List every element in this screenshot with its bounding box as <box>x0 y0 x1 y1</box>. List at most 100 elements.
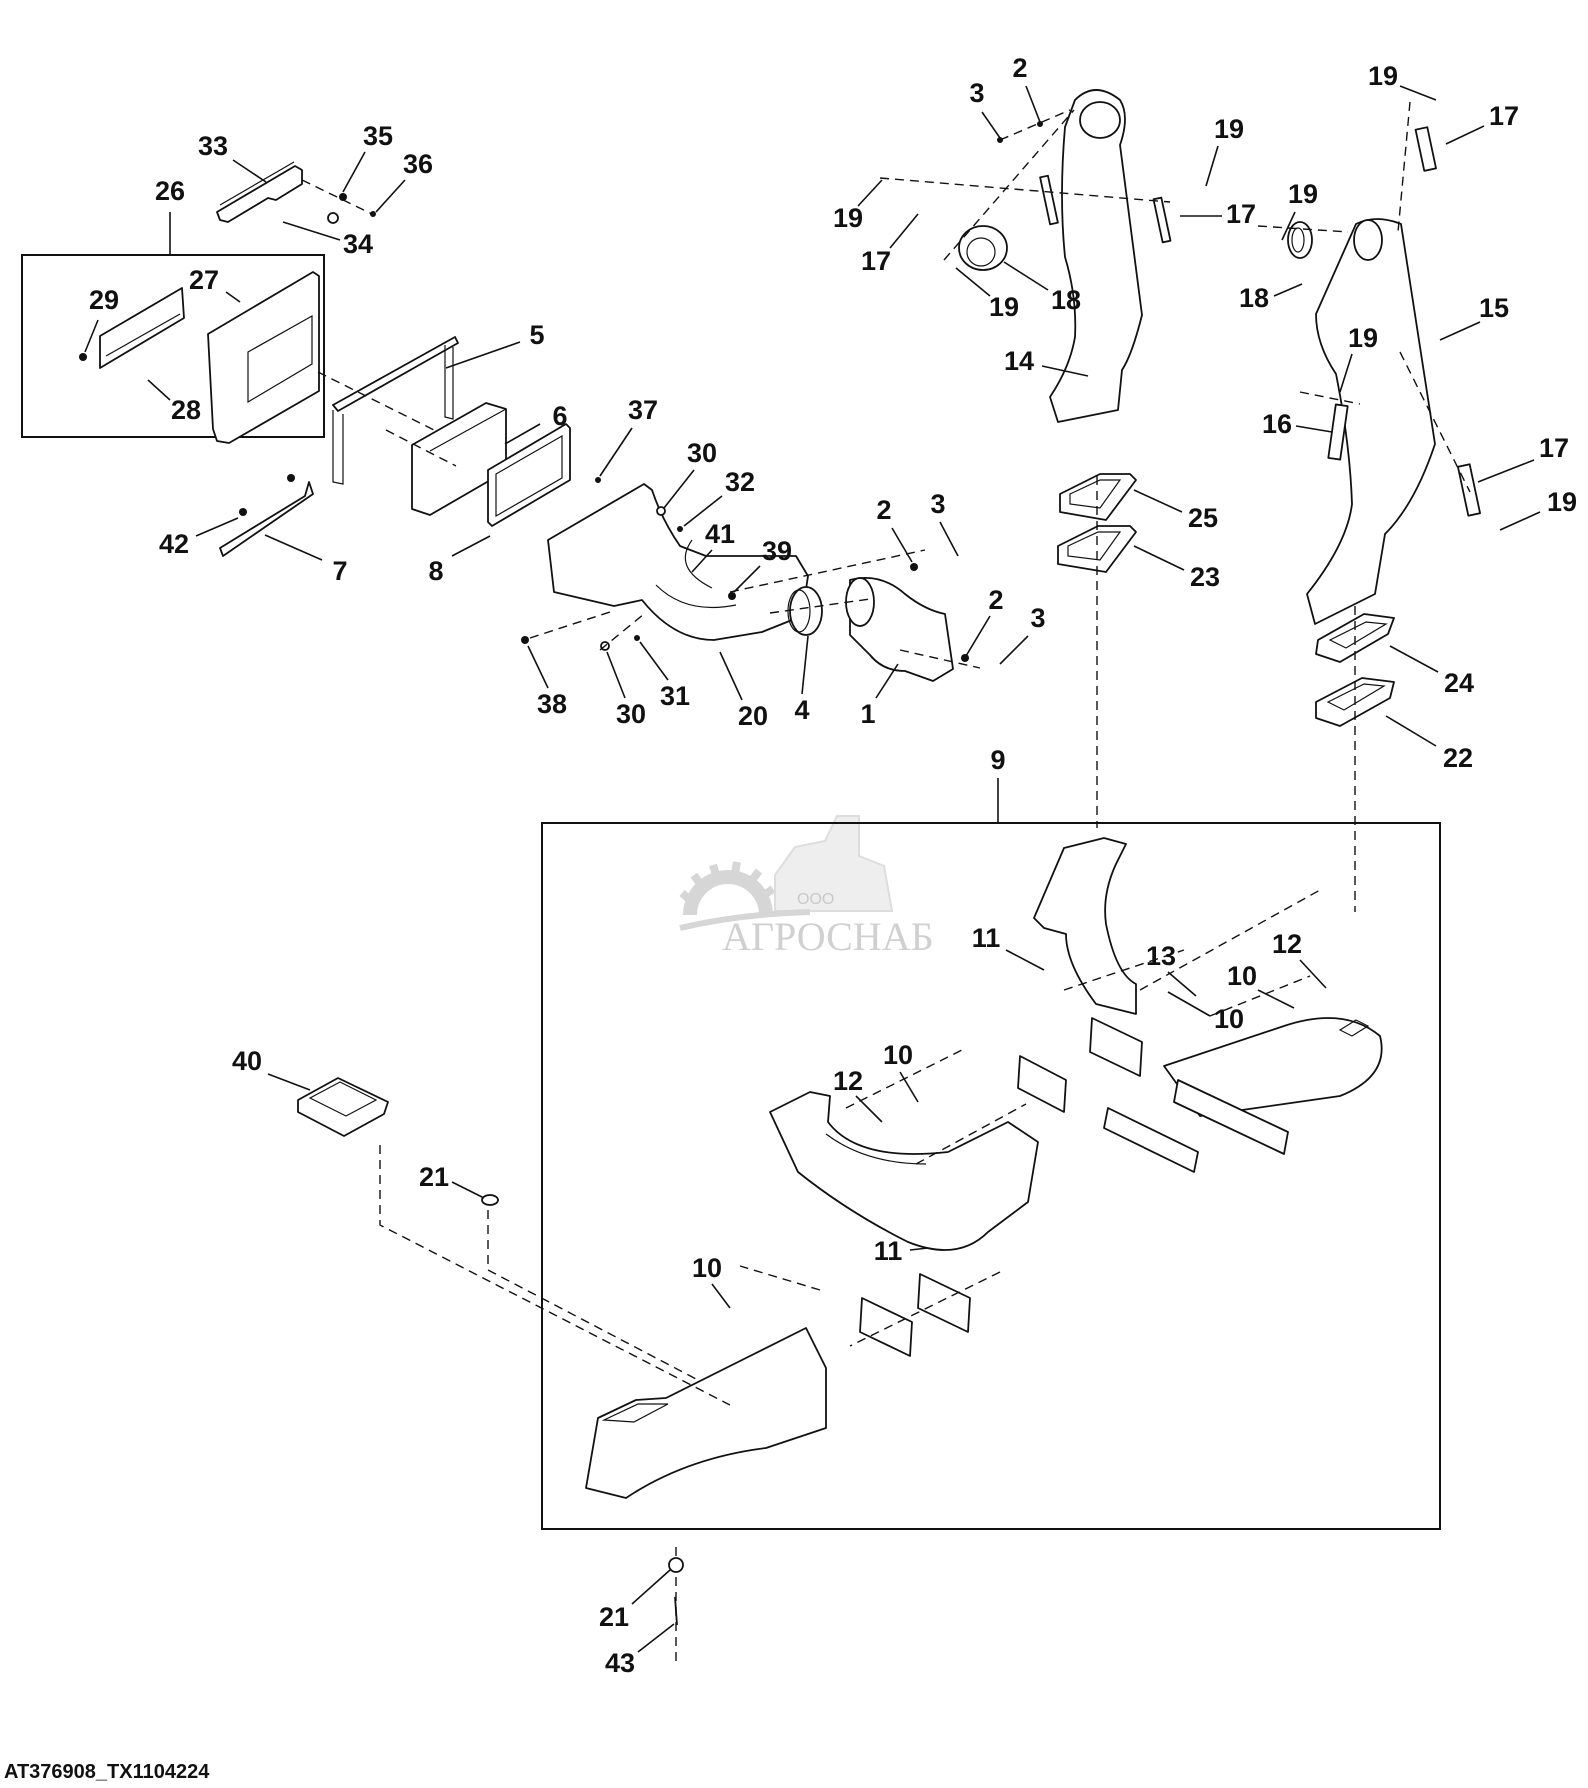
callout[interactable]: 31 <box>639 641 690 711</box>
part-1-duct-elbow[interactable] <box>845 576 954 682</box>
callout[interactable]: 39 <box>733 536 792 593</box>
callout[interactable]: 30 <box>663 438 717 509</box>
part-9-center-manifold[interactable] <box>769 1091 1039 1251</box>
callout[interactable]: 18 <box>1003 261 1081 315</box>
callout[interactable]: 19 <box>1499 487 1577 531</box>
part-21-washer-lower[interactable] <box>668 1557 684 1573</box>
callout-label: 17 <box>1539 433 1569 463</box>
part-43-screw <box>674 1596 678 1626</box>
callout[interactable]: 2 <box>876 495 913 563</box>
callout[interactable]: 19 <box>833 179 883 233</box>
callout[interactable]: 14 <box>1004 346 1089 377</box>
callout[interactable]: 23 <box>1133 545 1220 592</box>
part-8-seal-frame[interactable] <box>487 423 571 527</box>
callout[interactable]: 28 <box>147 379 201 425</box>
callout[interactable]: 19 <box>1281 179 1318 241</box>
callout[interactable]: 19 <box>1205 114 1244 187</box>
callout[interactable]: 43 <box>605 1623 675 1678</box>
callout[interactable]: 27 <box>189 265 241 303</box>
callout[interactable]: 11 <box>972 923 1045 971</box>
callout[interactable]: 4 <box>794 635 810 725</box>
callout[interactable]: 11 <box>874 1236 929 1266</box>
callout-label: 7 <box>332 556 347 586</box>
callout-label: 1 <box>860 699 875 729</box>
callout[interactable]: 8 <box>428 535 491 586</box>
callout[interactable]: 10 <box>1167 991 1244 1034</box>
callout[interactable]: 25 <box>1133 489 1218 533</box>
part-9-lower-left-duct[interactable] <box>585 1327 827 1499</box>
callout[interactable]: 3 <box>999 603 1046 665</box>
callout[interactable]: 22 <box>1385 715 1473 773</box>
callout[interactable]: 17 <box>861 213 919 276</box>
callout[interactable]: 42 <box>159 517 239 559</box>
callout[interactable]: 35 <box>342 121 393 193</box>
part-21-washer-upper[interactable] <box>481 1194 499 1206</box>
callout[interactable]: 12 <box>833 1066 883 1123</box>
callout[interactable]: 19 <box>955 267 1019 322</box>
part-28-grille[interactable] <box>99 287 185 369</box>
callout-label: 42 <box>159 529 189 559</box>
callout[interactable]: 21 <box>419 1162 485 1199</box>
callout[interactable]: 20 <box>719 651 768 731</box>
group-frame-26 <box>21 254 325 438</box>
callout-label: 2 <box>876 495 891 525</box>
callout[interactable]: 19 <box>1368 61 1437 101</box>
callout[interactable]: 15 <box>1439 293 1509 341</box>
part-14-upper-duct-left[interactable] <box>1049 89 1143 423</box>
callout[interactable]: 38 <box>527 645 567 719</box>
part-33-channel-bracket[interactable] <box>216 161 303 223</box>
callout-label: 28 <box>171 395 201 425</box>
callout[interactable]: 10 <box>883 1040 919 1103</box>
part-23-gasket[interactable] <box>1057 525 1137 573</box>
callout[interactable]: 17 <box>1477 433 1569 483</box>
callout[interactable]: 29 <box>84 285 119 353</box>
part-18-grommet-left[interactable] <box>958 225 1008 271</box>
callout[interactable]: 36 <box>375 149 433 213</box>
callout[interactable]: 40 <box>232 1046 311 1091</box>
callout-label: 34 <box>343 229 373 259</box>
callout-label: 17 <box>1226 199 1256 229</box>
callout-label: 36 <box>403 149 433 179</box>
part-25-gasket[interactable] <box>1059 473 1137 521</box>
callout[interactable]: 18 <box>1239 283 1303 313</box>
part-27-cover-panel[interactable] <box>207 271 320 444</box>
part-9-upper-riser[interactable] <box>1033 837 1137 1015</box>
callout[interactable]: 10 <box>692 1253 731 1309</box>
callout[interactable]: 41 <box>691 519 735 573</box>
part-15-upper-duct-right[interactable] <box>1306 218 1436 625</box>
callout[interactable]: 37 <box>599 395 658 477</box>
part-40-gasket[interactable] <box>297 1077 389 1137</box>
callout[interactable]: 24 <box>1389 645 1474 698</box>
callout[interactable]: 34 <box>282 221 373 259</box>
part-4-sleeve-ring[interactable] <box>787 586 823 636</box>
callout[interactable]: 3 <box>930 489 959 557</box>
callout[interactable]: 7 <box>264 534 348 586</box>
callout[interactable]: 26 <box>155 176 185 206</box>
callout[interactable]: 21 <box>599 1569 671 1632</box>
callout[interactable]: 3 <box>969 78 1001 139</box>
part-29-screw <box>79 353 87 361</box>
part-5-filter-frame[interactable] <box>332 336 459 485</box>
callout[interactable]: 13 <box>1146 941 1197 997</box>
callout[interactable]: 2 <box>1012 53 1041 123</box>
callout[interactable]: 9 <box>990 745 1005 775</box>
part-7-bracket[interactable] <box>219 481 314 557</box>
callout[interactable]: 33 <box>198 131 267 183</box>
callout[interactable]: 6 <box>504 401 568 445</box>
part-9-right-outlet[interactable] <box>1163 1017 1383 1117</box>
callout-label: 19 <box>1214 114 1244 144</box>
callout-label: 11 <box>972 923 1001 953</box>
callout[interactable]: 17 <box>1445 101 1519 145</box>
callout[interactable]: 5 <box>445 320 545 369</box>
callout[interactable]: 16 <box>1262 409 1333 439</box>
callout[interactable]: 2 <box>965 585 1004 657</box>
callout-label: 2 <box>988 585 1003 615</box>
callout[interactable]: 30 <box>606 651 646 729</box>
callout[interactable]: 17 <box>1180 199 1256 229</box>
callout[interactable]: 19 <box>1339 323 1378 393</box>
callout[interactable]: 12 <box>1272 929 1327 989</box>
callout[interactable]: 10 <box>1227 961 1295 1009</box>
part-18-grommet-right[interactable] <box>1287 221 1313 259</box>
callout[interactable]: 32 <box>683 467 755 527</box>
callout[interactable]: 1 <box>860 663 899 729</box>
